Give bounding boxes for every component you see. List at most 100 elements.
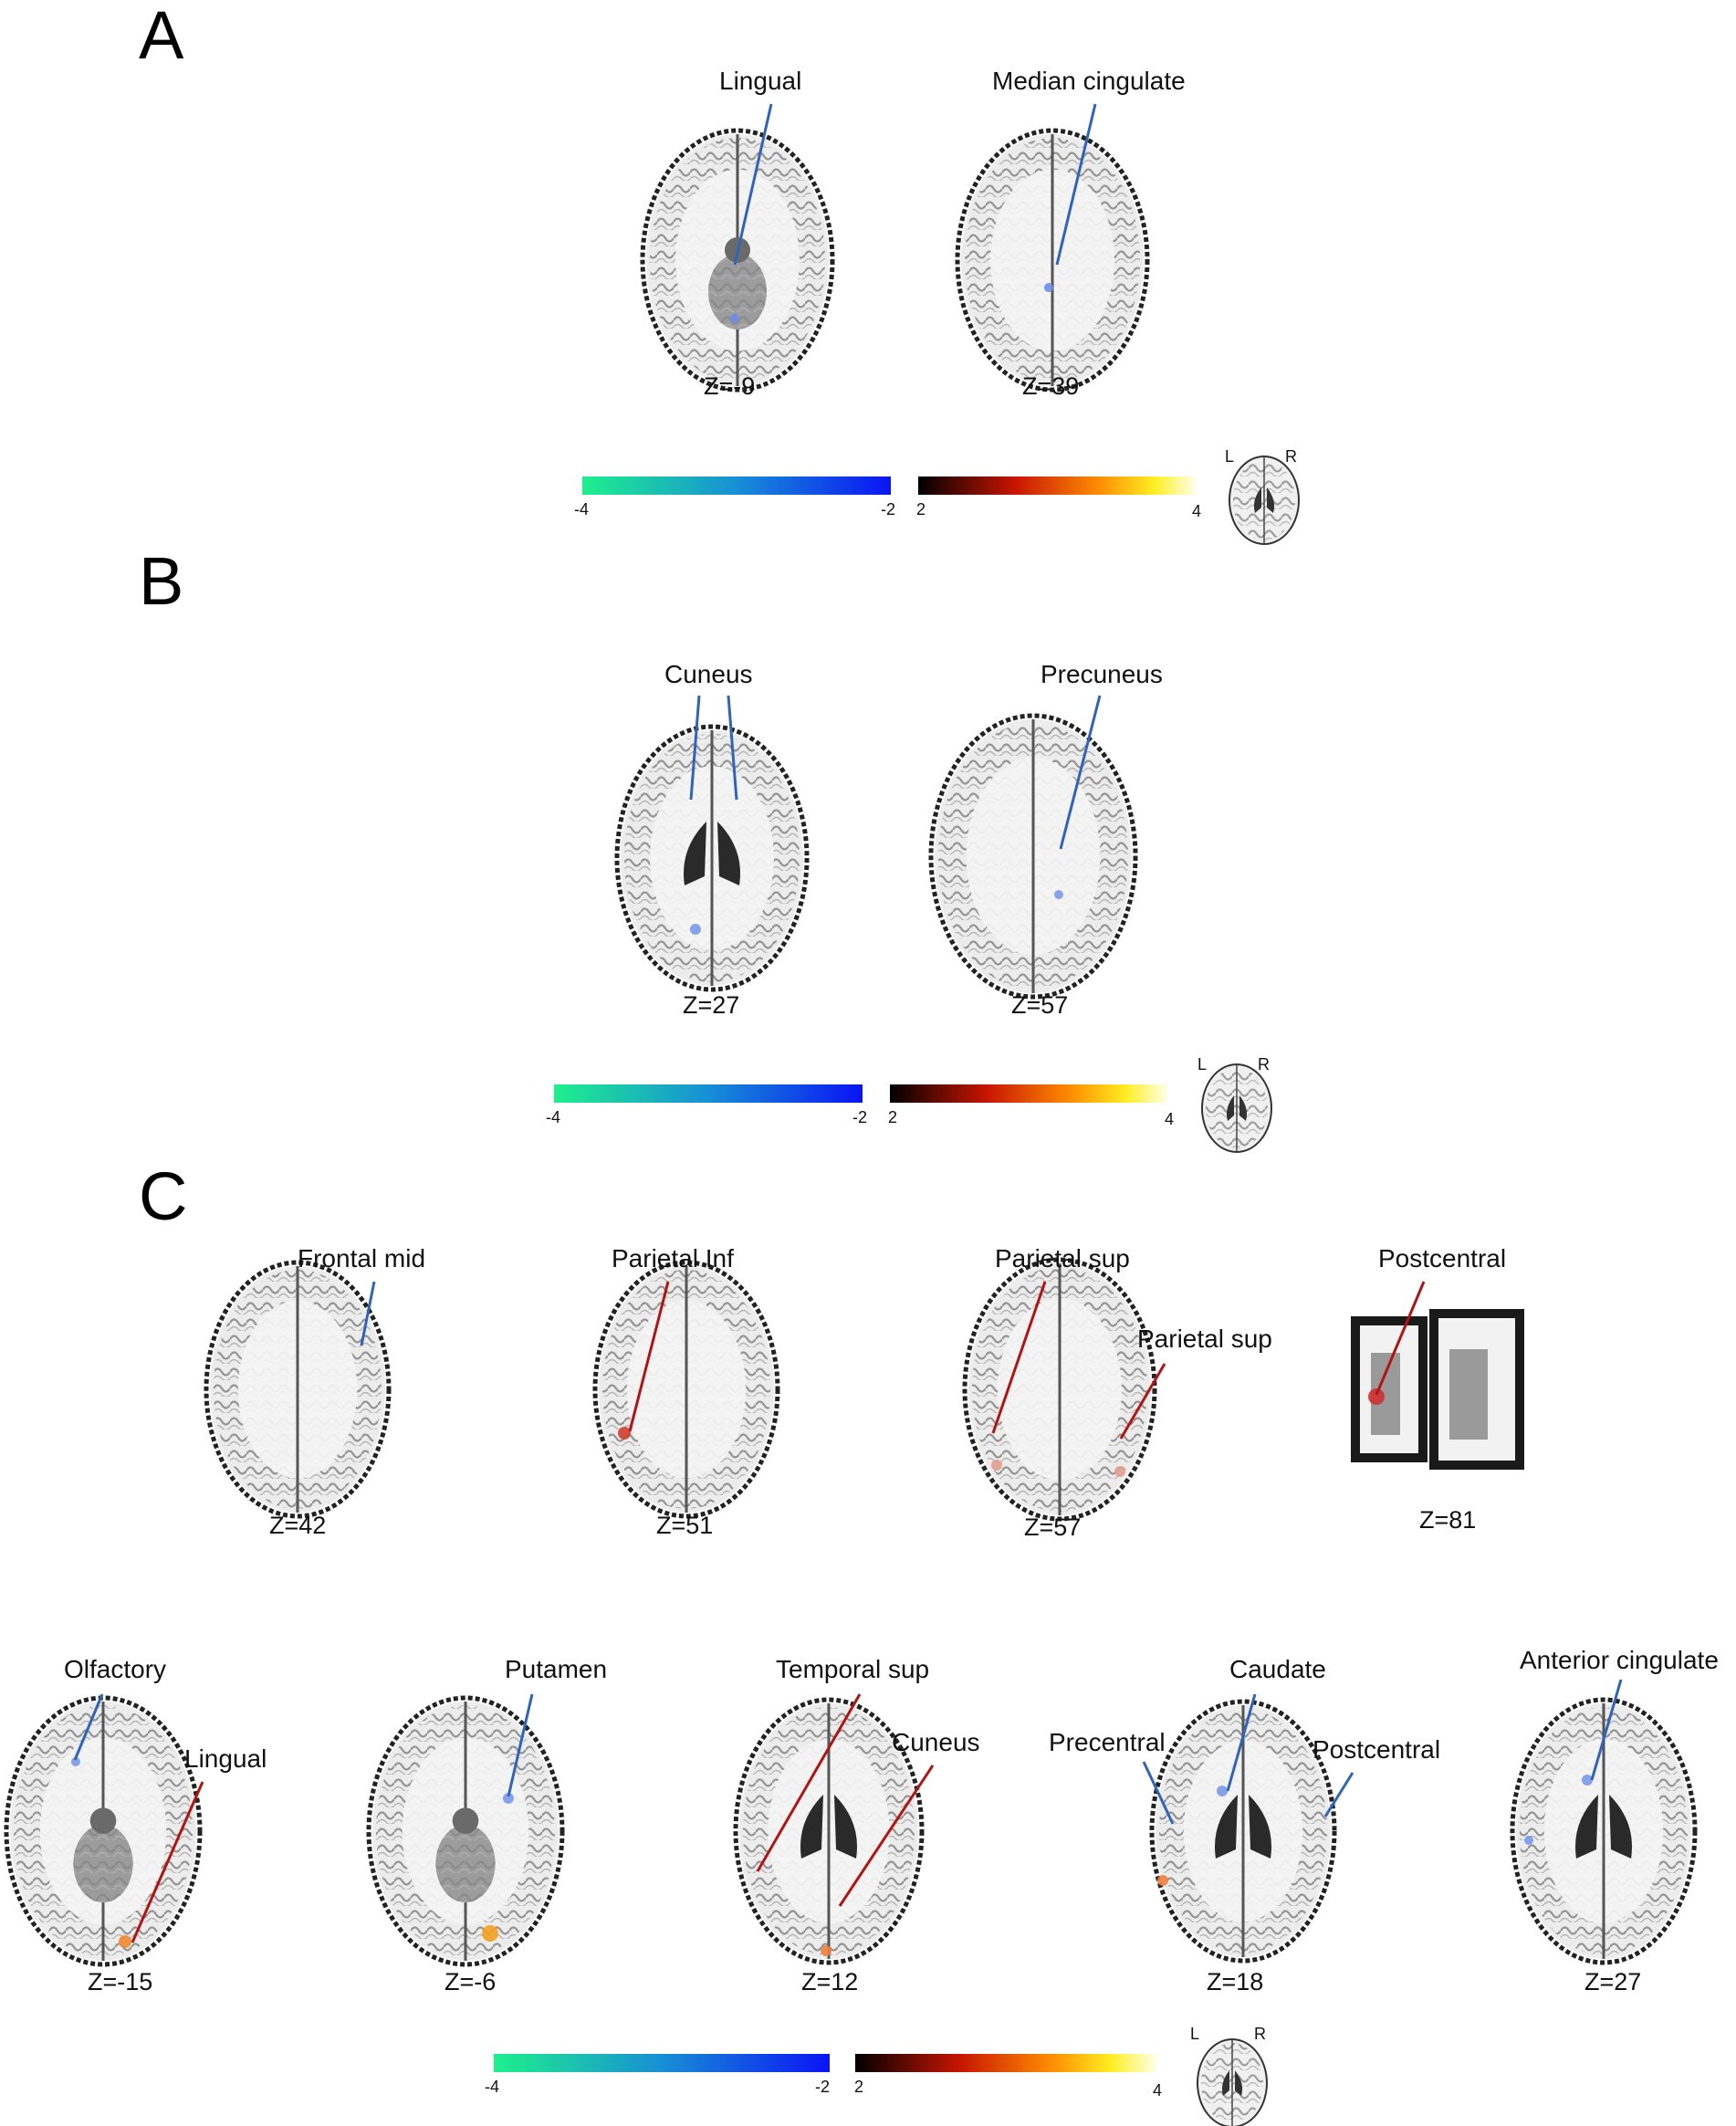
leader-line-red — [1375, 1281, 1426, 1396]
colorbar-a-tick-neg-min: -4 — [574, 500, 589, 518]
brain-lobe-gray-matter — [1449, 1349, 1488, 1440]
thumbnail-ventricles — [1253, 487, 1275, 513]
brain-slice-c-z18 — [1149, 1699, 1337, 1964]
z-label-a2: Z=39 — [1022, 372, 1079, 400]
region-label-caudate: Caudate — [1229, 1655, 1326, 1683]
brain-ventricle-right — [834, 1795, 857, 1859]
brain-outline — [4, 1695, 203, 1967]
z-label-c3: Z=57 — [1024, 1513, 1081, 1541]
activation-blob — [618, 1427, 631, 1440]
z-label-b2: Z=57 — [1011, 991, 1068, 1019]
z-label-c4: Z=81 — [1419, 1506, 1476, 1534]
leader-line-red — [756, 1693, 862, 1872]
colorbar-b-tick-pos-min: 2 — [888, 1108, 897, 1126]
region-label-postcentral-top: Postcentral — [1378, 1244, 1506, 1272]
leader-line-blue — [727, 695, 738, 801]
brain-outline — [204, 1260, 392, 1519]
region-label-median-cingulate: Median cingulate — [992, 67, 1186, 95]
colorbar-a-tick-neg-max: -2 — [881, 500, 895, 518]
activation-blob — [119, 1935, 131, 1948]
region-label-lingual-c: Lingual — [184, 1744, 267, 1773]
brain-slice-c-z12 — [733, 1697, 925, 1965]
region-label-lingual: Lingual — [719, 67, 801, 95]
activation-blob — [991, 1460, 1002, 1471]
leader-line-blue — [689, 695, 701, 801]
region-label-putamen: Putamen — [505, 1655, 607, 1683]
brain-slice-c-z51 — [592, 1260, 780, 1519]
leader-line-red — [1119, 1363, 1166, 1440]
activation-blob — [1054, 890, 1063, 899]
colorbar-c-positive — [855, 2054, 1156, 2072]
panel-letter-c: C — [139, 1158, 187, 1234]
colorbar-b-tick-pos-max: 4 — [1165, 1110, 1174, 1128]
colorbar-c-tick-neg-max: -2 — [815, 2078, 830, 2096]
leader-line-blue — [507, 1693, 534, 1797]
z-label-c7: Z=12 — [801, 1968, 858, 1995]
activation-blob — [1114, 1466, 1125, 1477]
leader-line-blue — [1059, 695, 1102, 850]
colorbar-c-tick-pos-min: 2 — [854, 2078, 863, 2096]
orientation-left-c: L — [1190, 2025, 1199, 2043]
brain-outline — [962, 1257, 1157, 1522]
colorbar-c: -4 -2 2 4 L R — [485, 2025, 1266, 2100]
brain-ventricle-left — [1575, 1795, 1598, 1859]
activation-blob — [821, 1945, 831, 1956]
orientation-brain-thumbnail — [1197, 2038, 1268, 2126]
orientation-brain-thumbnail — [1229, 456, 1300, 545]
brain-slice-a-z-9 — [640, 128, 835, 393]
brain-cerebellum-folia — [435, 1824, 496, 1903]
region-label-cuneus-c: Cuneus — [892, 1728, 980, 1756]
activation-blob — [1368, 1388, 1385, 1405]
colorbar-a-negative — [582, 477, 891, 495]
z-label-b1: Z=27 — [683, 991, 739, 1019]
region-label-precuneus: Precuneus — [1041, 660, 1163, 688]
brain-cerebellum-folia — [708, 254, 767, 330]
brain-slice-c-z81 — [1351, 1309, 1524, 1470]
colorbar-b: -4 -2 2 4 L R — [546, 1055, 1270, 1128]
leader-line-blue — [1142, 1761, 1175, 1825]
orientation-left-a: L — [1225, 447, 1234, 466]
activation-blob — [71, 1757, 80, 1766]
brain-outline — [592, 1260, 780, 1519]
brain-ventricle-right — [1609, 1795, 1632, 1859]
brain-slices — [4, 128, 1698, 2126]
panel-letter-b: B — [139, 543, 183, 619]
thumbnail-ventricles — [1226, 1095, 1248, 1121]
leader-line-blue — [1226, 1693, 1257, 1792]
brain-outline — [640, 128, 835, 393]
region-label-parietal-sup-right: Parietal sup — [1137, 1325, 1272, 1353]
leader-line-blue — [1323, 1772, 1354, 1817]
brain-outline — [1149, 1699, 1337, 1964]
leader-line-blue — [1055, 103, 1097, 266]
leader-line-red — [838, 1765, 935, 1907]
brain-slice-c-z57 — [962, 1257, 1157, 1522]
leader-line-blue — [73, 1693, 104, 1761]
orientation-right-c: R — [1254, 2025, 1266, 2043]
brain-outline — [366, 1695, 565, 1967]
region-label-postcentral-c: Postcentral — [1312, 1735, 1440, 1764]
colorbar-b-tick-neg-min: -4 — [546, 1108, 560, 1126]
orientation-brain-thumbnail — [1201, 1063, 1272, 1153]
leader-line-blue — [360, 1281, 376, 1346]
brain-outline — [928, 713, 1138, 1000]
colorbar-c-tick-neg-min: -4 — [485, 2078, 499, 2096]
z-label-c9: Z=27 — [1584, 1968, 1641, 1995]
activation-blob — [1044, 283, 1053, 292]
region-label-cuneus: Cuneus — [664, 660, 753, 688]
region-label-parietal-inf: Parietal Inf — [612, 1244, 734, 1272]
brain-outline — [733, 1697, 925, 1965]
colorbar-c-tick-pos-max: 4 — [1153, 2081, 1162, 2100]
brain-slice-c-z-15 — [4, 1695, 203, 1967]
orientation-right-a: R — [1285, 447, 1297, 466]
leader-line-red — [991, 1281, 1047, 1434]
colorbar-b-tick-neg-max: -2 — [852, 1108, 867, 1126]
z-label-a1: Z=-9 — [704, 372, 755, 400]
orientation-left-b: L — [1197, 1055, 1207, 1073]
leader-line-red — [131, 1781, 204, 1943]
colorbar-b-positive — [890, 1084, 1167, 1103]
brain-brainstem — [452, 1807, 479, 1834]
brain-ventricle-left — [1215, 1795, 1238, 1859]
colorbar-a-tick-pos-min: 2 — [916, 500, 926, 518]
z-label-c5: Z=-15 — [88, 1968, 152, 1995]
